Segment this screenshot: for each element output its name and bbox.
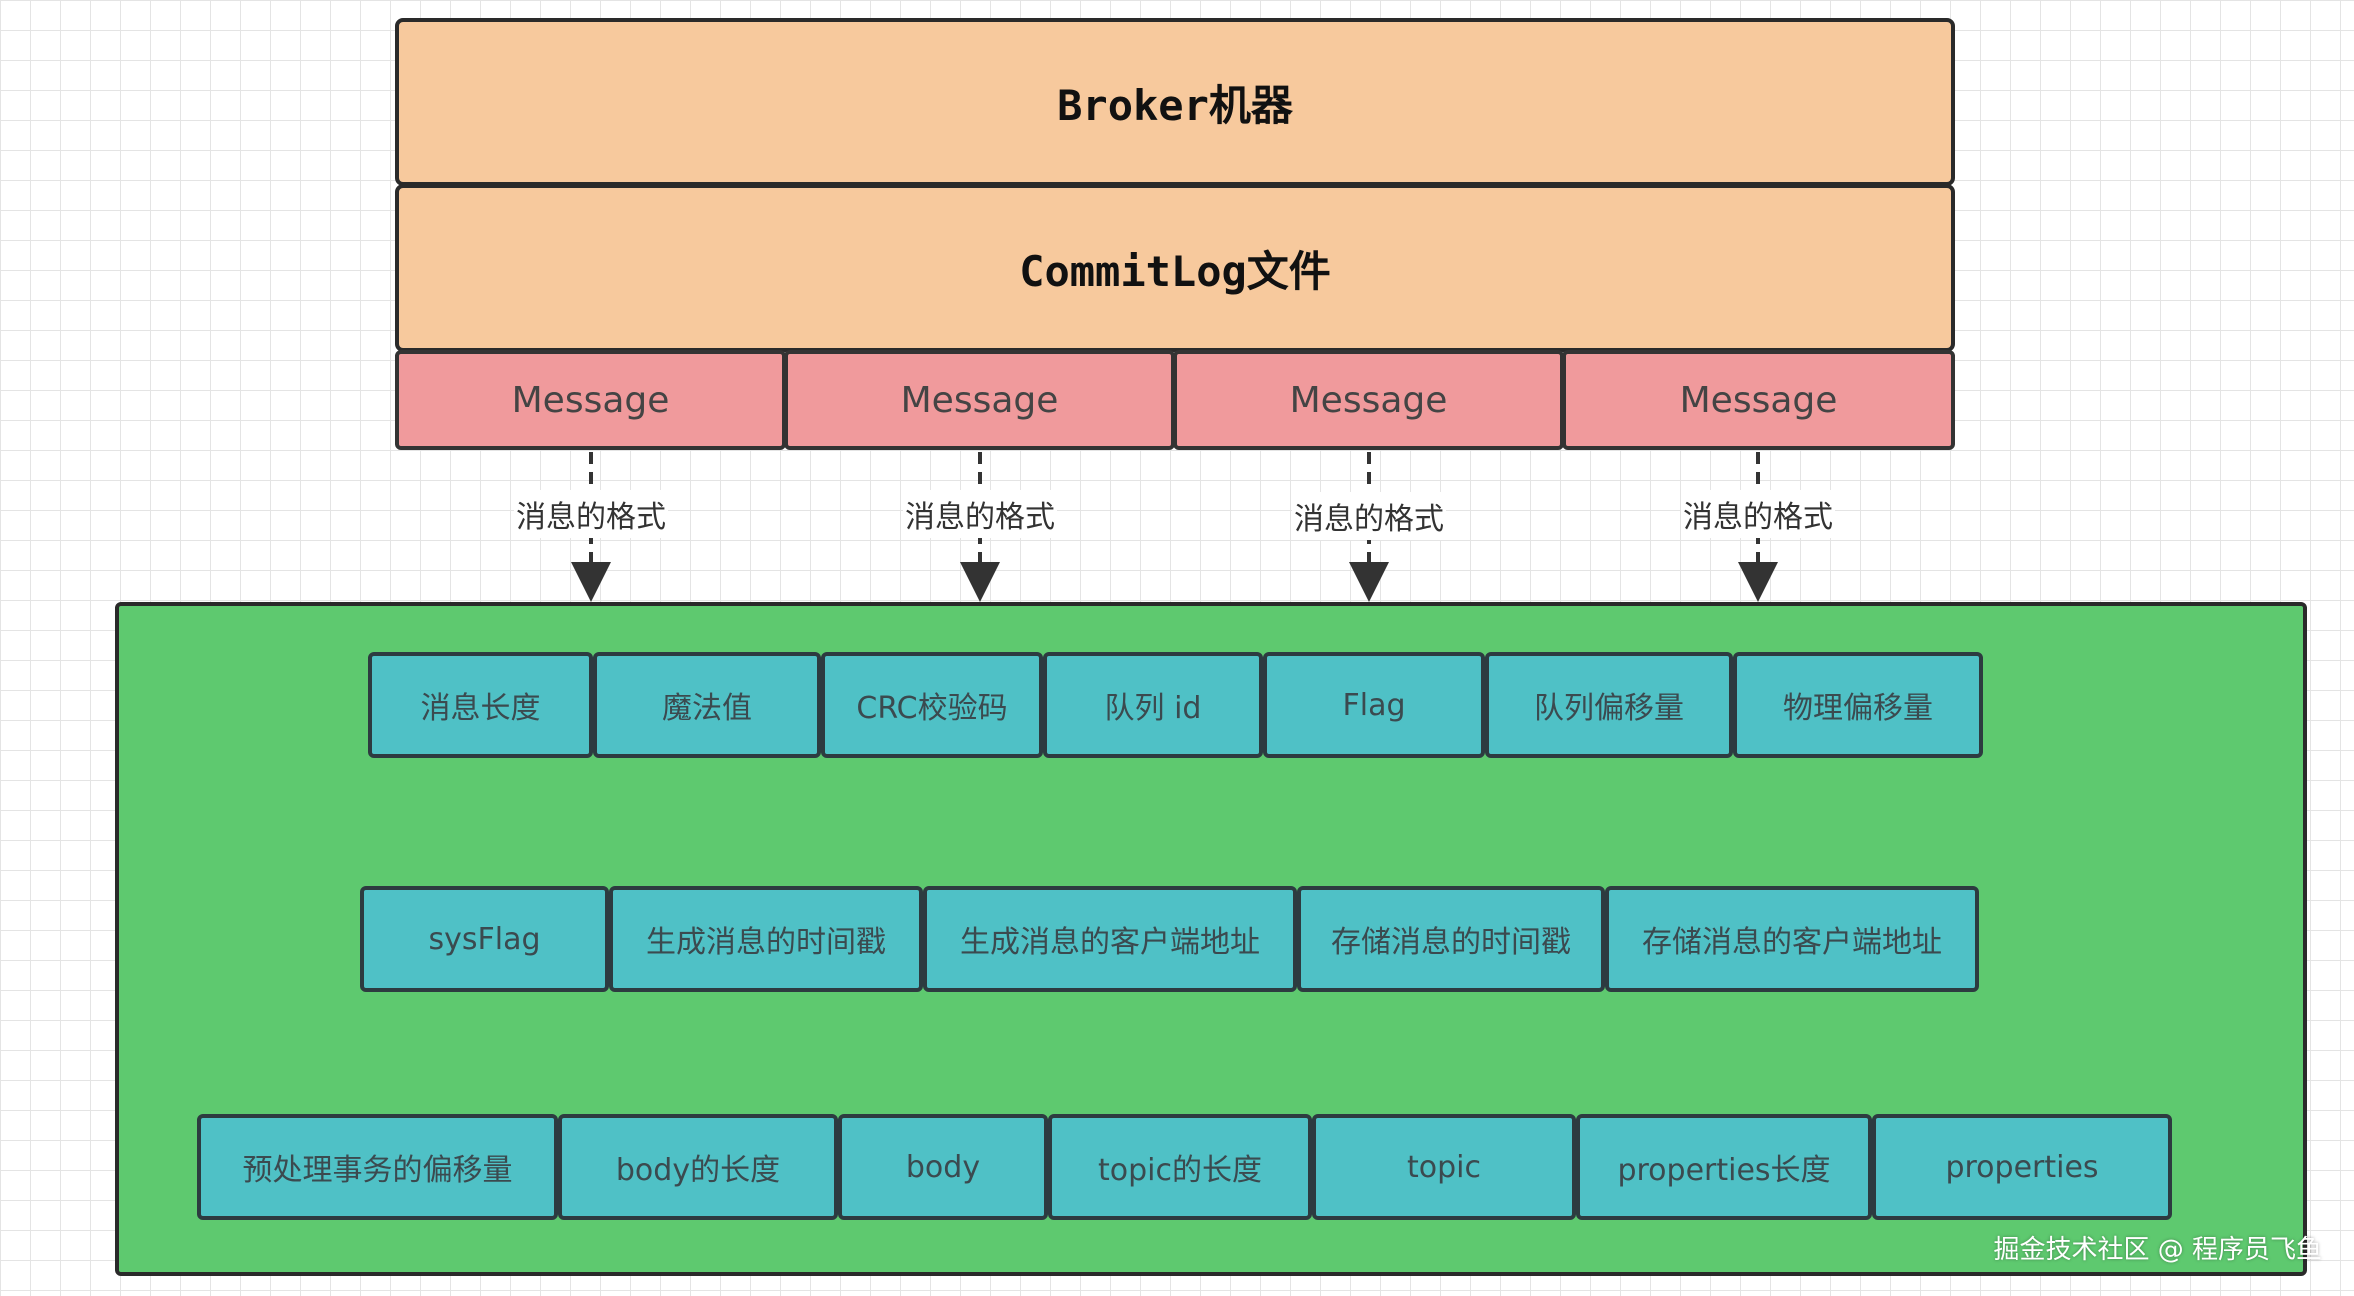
message-label: Message (511, 379, 670, 421)
message-label: Message (1289, 379, 1448, 421)
field-store-timestamp: 存储消息的时间戳 (1297, 886, 1605, 992)
field-flag: Flag (1263, 652, 1485, 758)
edge-label-3: 消息的格式 (1292, 492, 1446, 540)
field-properties-length: properties长度 (1576, 1114, 1872, 1220)
field-magic-code: 魔法值 (593, 652, 821, 758)
message-box-3: Message (1173, 350, 1564, 450)
message-label: Message (900, 379, 1059, 421)
field-topic: topic (1312, 1114, 1576, 1220)
field-queue-id: 队列 id (1043, 652, 1263, 758)
message-box-2: Message (784, 350, 1175, 450)
broker-label: Broker机器 (1057, 80, 1293, 130)
edge-label-2: 消息的格式 (903, 490, 1057, 538)
field-queue-offset: 队列偏移量 (1485, 652, 1733, 758)
field-prepared-transaction-offset: 预处理事务的偏移量 (197, 1114, 558, 1220)
message-label: Message (1679, 379, 1838, 421)
message-box-1: Message (395, 350, 786, 450)
field-body: body (838, 1114, 1048, 1220)
edge-label-4: 消息的格式 (1681, 490, 1835, 538)
field-sysflag: sysFlag (360, 886, 609, 992)
field-topic-length: topic的长度 (1048, 1114, 1312, 1220)
field-physical-offset: 物理偏移量 (1733, 652, 1983, 758)
message-box-4: Message (1562, 350, 1955, 450)
field-born-timestamp: 生成消息的时间戳 (609, 886, 923, 992)
edge-label-1: 消息的格式 (514, 490, 668, 538)
watermark: 掘金技术社区 @ 程序员飞鱼 (1993, 1235, 2322, 1265)
field-store-host: 存储消息的客户端地址 (1605, 886, 1979, 992)
field-message-length: 消息长度 (368, 652, 593, 758)
field-body-length: body的长度 (558, 1114, 838, 1220)
commitlog-label: CommitLog文件 (1019, 246, 1331, 296)
broker-box: Broker机器 (395, 18, 1955, 186)
field-crc: CRC校验码 (821, 652, 1043, 758)
field-born-host: 生成消息的客户端地址 (923, 886, 1297, 992)
field-properties: properties (1872, 1114, 2172, 1220)
